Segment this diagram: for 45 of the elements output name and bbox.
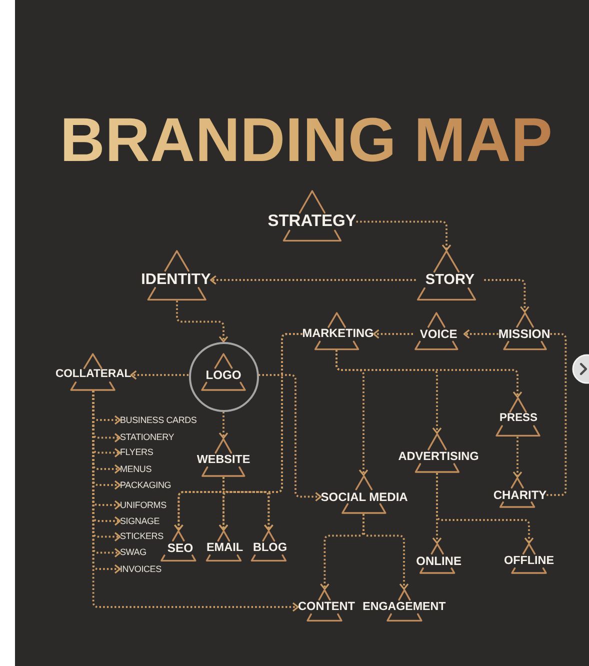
- list-item-label: STATIONERY: [120, 433, 174, 442]
- node-label: IDENTITY: [141, 272, 211, 287]
- dotted-arrow: [218, 412, 228, 439]
- list-item-label: STICKERS: [120, 532, 164, 542]
- node-label: SEO: [167, 542, 194, 554]
- list-item-label: UNIFORMS: [120, 500, 166, 510]
- dotted-arrow: [463, 329, 498, 339]
- node-label: MARKETING: [302, 328, 374, 340]
- node-label: ONLINE: [416, 555, 462, 567]
- node-label: SOCIAL MEDIA: [320, 490, 408, 503]
- dotted-arrow: [356, 220, 452, 251]
- list-item-label: SIGNAGE: [120, 516, 160, 526]
- dotted-arrow: [258, 374, 322, 502]
- dotted-arrow: [92, 390, 299, 612]
- node-label: EMAIL: [206, 542, 244, 554]
- dotted-arrow: [336, 350, 522, 398]
- dotted-arrow: [130, 370, 188, 380]
- list-item-label: BUSINESS CARDS: [120, 416, 197, 424]
- node-label: ENGAGEMENT: [362, 601, 446, 613]
- node-label: VOICE: [420, 328, 458, 340]
- dotted-arrow: [176, 300, 228, 342]
- dotted-arrow: [484, 279, 530, 312]
- dotted-arrow: [362, 514, 409, 590]
- node-label: LOGO: [206, 368, 242, 382]
- dotted-arrow: [436, 473, 534, 544]
- dotted-arrow: [222, 477, 274, 531]
- node-label: STORY: [425, 272, 475, 288]
- list-item-label: PACKAGING: [120, 480, 172, 490]
- node-label: WEBSITE: [196, 454, 250, 466]
- list-item-label: FLYERS: [120, 448, 154, 458]
- node-label: ADVERTISING: [398, 450, 479, 463]
- node-label: PRESS: [500, 413, 538, 425]
- list-item-label: SWAG: [120, 548, 146, 558]
- node-label: COLLATERAL: [55, 369, 132, 381]
- list-item-label: MENUS: [120, 464, 152, 474]
- list-item-label: INVOICES: [120, 564, 162, 574]
- node-label: STRATEGY: [268, 213, 356, 230]
- dotted-arrow: [372, 329, 413, 339]
- node-label: CHARITY: [493, 489, 547, 501]
- node-label: BLOG: [252, 542, 288, 554]
- dotted-arrow: [512, 436, 522, 478]
- dotted-arrow: [210, 275, 416, 285]
- node-label: OFFLINE: [504, 555, 554, 567]
- node-label: CONTENT: [298, 601, 355, 613]
- node-label: MISSION: [498, 328, 550, 340]
